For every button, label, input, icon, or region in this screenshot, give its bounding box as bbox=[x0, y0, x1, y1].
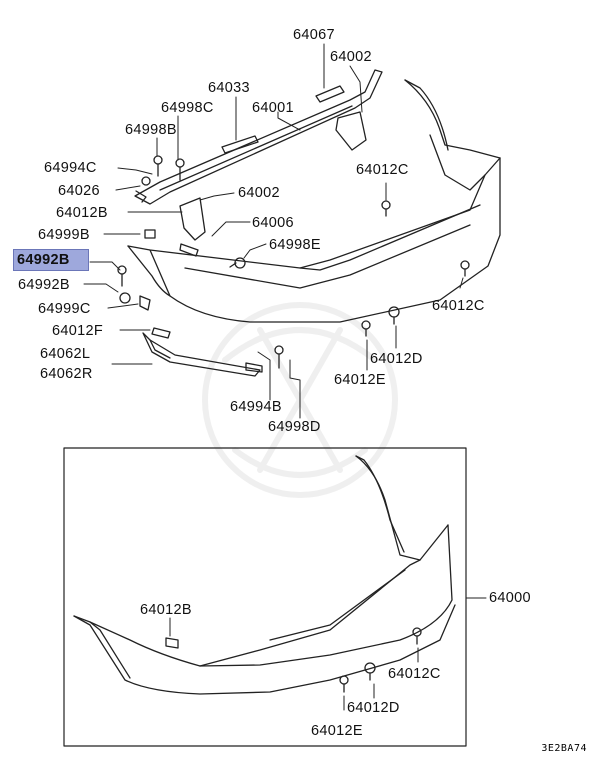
leader-lines-lower bbox=[169, 597, 487, 711]
strip-64067 bbox=[315, 85, 345, 103]
drawing-code: 3E2BA74 bbox=[541, 743, 587, 754]
callout-64012D-box[interactable]: 64012D bbox=[347, 700, 400, 716]
callout-64067[interactable]: 64067 bbox=[293, 27, 335, 43]
rear-bumper-cover bbox=[127, 79, 501, 323]
callout-64998B[interactable]: 64998B bbox=[125, 122, 177, 138]
callout-64012B-top[interactable]: 64012B bbox=[56, 205, 108, 221]
callout-64000[interactable]: 64000 bbox=[489, 590, 531, 606]
garnish-64062 bbox=[142, 332, 261, 377]
callout-64001[interactable]: 64001 bbox=[252, 100, 294, 116]
fasteners-upper bbox=[117, 155, 470, 373]
callout-64994C[interactable]: 64994C bbox=[44, 160, 97, 176]
callout-64012D-top[interactable]: 64012D bbox=[370, 351, 423, 367]
absorber-rail bbox=[134, 69, 383, 205]
callout-64012E-box[interactable]: 64012E bbox=[311, 723, 363, 739]
leader-lines-upper bbox=[83, 43, 464, 419]
assembly-box bbox=[63, 447, 467, 747]
bumper-assembly-64000 bbox=[73, 455, 456, 695]
callout-64002-mid[interactable]: 64002 bbox=[238, 185, 280, 201]
callout-64012C-box[interactable]: 64012C bbox=[388, 666, 441, 682]
callout-64998E[interactable]: 64998E bbox=[269, 237, 321, 253]
bracket-64002-right bbox=[335, 111, 367, 151]
callout-64062L[interactable]: 64062L bbox=[40, 346, 91, 362]
callout-64006[interactable]: 64006 bbox=[252, 215, 294, 231]
bracket-64002-left bbox=[179, 197, 206, 241]
callout-64002-top[interactable]: 64002 bbox=[330, 49, 372, 65]
strip-64033 bbox=[221, 135, 259, 154]
callout-64992B[interactable]: 64992B bbox=[18, 277, 70, 293]
callout-64033[interactable]: 64033 bbox=[208, 80, 250, 96]
callout-64012C-right[interactable]: 64012C bbox=[432, 298, 485, 314]
callout-64012F[interactable]: 64012F bbox=[52, 323, 103, 339]
callout-64998C[interactable]: 64998C bbox=[161, 100, 214, 116]
callout-64998D[interactable]: 64998D bbox=[268, 419, 321, 435]
callout-64062R[interactable]: 64062R bbox=[40, 366, 93, 382]
callout-64026[interactable]: 64026 bbox=[58, 183, 100, 199]
callout-64999B[interactable]: 64999B bbox=[38, 227, 90, 243]
callout-64012B-box[interactable]: 64012B bbox=[140, 602, 192, 618]
callout-64012E-top[interactable]: 64012E bbox=[334, 372, 386, 388]
callout-64994B[interactable]: 64994B bbox=[230, 399, 282, 415]
callout-64012C-top[interactable]: 64012C bbox=[356, 162, 409, 178]
watermark-logo bbox=[202, 302, 398, 498]
callout-64999C[interactable]: 64999C bbox=[38, 301, 91, 317]
callout-64992B-highlighted[interactable]: 64992B bbox=[17, 252, 70, 268]
selected-part-highlight bbox=[13, 249, 89, 271]
fasteners-lower bbox=[339, 627, 422, 693]
